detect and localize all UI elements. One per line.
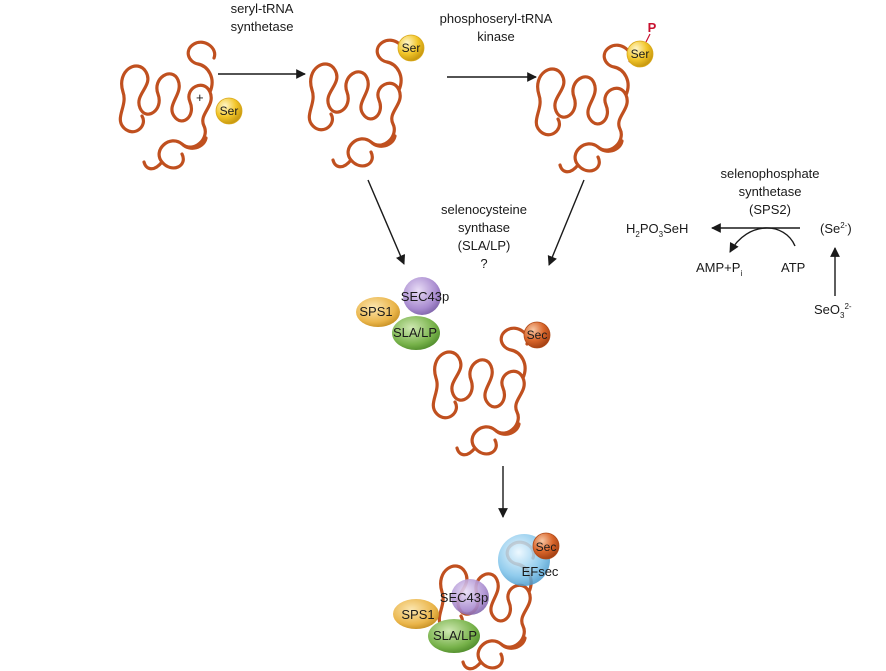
sps1-label: SPS1	[359, 304, 392, 319]
selenocysteine-synthase-label-3: (SLA/LP)	[458, 238, 511, 253]
serine-ball-2: Ser	[397, 34, 425, 62]
arrow-diagonal-left	[367, 179, 406, 265]
protein-complex-bottom: SEC43p SPS1 SLA/LP	[393, 579, 489, 653]
sps1-protein-bottom	[393, 599, 439, 629]
selenophosphate-synthetase-label-2: synthetase	[739, 184, 802, 199]
serine-ball-2-label: Ser	[402, 41, 421, 55]
phosphate-label: P	[648, 20, 657, 35]
h2po3seh-part-1: H	[626, 221, 635, 236]
selenocysteine-synthase-label-2: synthase	[458, 220, 510, 235]
h2po3seh-part-3: SeH	[663, 221, 688, 236]
sec-ball-middle-label: Sec	[527, 328, 548, 342]
protein-complex-middle: SEC43p SPS1 SLA/LP	[356, 277, 449, 350]
phosphoseryl-kinase-label-1: phosphoseryl-tRNA	[440, 11, 553, 26]
selenite-sub: 3	[840, 311, 845, 320]
amp-pi-sub: i	[740, 269, 742, 278]
selenocysteine-synthase-label-1: selenocysteine	[441, 202, 527, 217]
selenide-sup: 2-	[840, 221, 847, 230]
amp-pi-main: AMP+P	[696, 260, 740, 275]
sec43p-protein-bottom	[451, 579, 489, 615]
atp-label: ATP	[781, 260, 805, 275]
seryl-trna-synthetase-label-1: seryl-tRNA	[231, 1, 294, 16]
plus-sign: +	[196, 90, 204, 105]
h2po3seh-sub-1: 2	[635, 230, 640, 239]
h2po3seh-part-2: PO	[640, 221, 659, 236]
trna-molecule-4-sec	[431, 326, 530, 457]
selenide-part-2: )	[847, 221, 851, 236]
seryl-trna-synthetase-label-2: synthetase	[231, 19, 294, 34]
sec43p-label-bottom: SEC43p	[440, 590, 488, 605]
phosphoseryl-kinase-label-2: kinase	[477, 29, 515, 44]
selenophosphate-synthetase-label-3: (SPS2)	[749, 202, 791, 217]
free-serine: Ser	[215, 97, 243, 125]
phosphate-bond	[645, 33, 651, 43]
selenophosphate-synthetase-label-1: selenophosphate	[720, 166, 819, 181]
sec-ball-bottom: Sec	[532, 532, 560, 560]
amp-pi-label: AMP+Pi	[696, 260, 742, 278]
sec43p-protein	[403, 277, 441, 315]
sla-lp-protein	[392, 316, 440, 350]
selenide-part-1: (Se	[820, 221, 840, 236]
trna-molecule-1	[118, 40, 217, 171]
efsec-label: EFsec	[522, 564, 559, 579]
free-serine-label: Ser	[220, 104, 239, 118]
sla-lp-label-bottom: SLA/LP	[433, 628, 477, 643]
sla-lp-protein-bottom	[428, 619, 480, 653]
sec-ball-bottom-label: Sec	[536, 540, 557, 554]
selenide-label: (Se2-)	[820, 221, 852, 236]
h2po3seh-sub-2: 3	[659, 230, 664, 239]
selenite-label: SeO32-	[814, 302, 852, 320]
sec-ball-middle: Sec	[523, 321, 551, 349]
serine-ball-3: Ser	[626, 40, 654, 68]
serine-ball-3-label: Ser	[631, 47, 650, 61]
selenite-sup: 2-	[844, 302, 851, 311]
trna-molecule-2-seryl	[307, 38, 406, 169]
h2po3seh-label: H2PO3SeH	[626, 221, 688, 239]
arrow-atp-amp-curve	[729, 227, 796, 253]
arrow-diagonal-right	[547, 179, 585, 266]
sla-lp-label: SLA/LP	[393, 325, 437, 340]
trna-molecule-3-phosphoseryl	[534, 43, 633, 174]
sps1-protein	[356, 297, 400, 327]
selenocysteine-synthase-label-4: ?	[480, 256, 487, 271]
selenite-main: SeO	[814, 302, 840, 317]
sps1-label-bottom: SPS1	[401, 607, 434, 622]
sec43p-label: SEC43p	[401, 289, 449, 304]
